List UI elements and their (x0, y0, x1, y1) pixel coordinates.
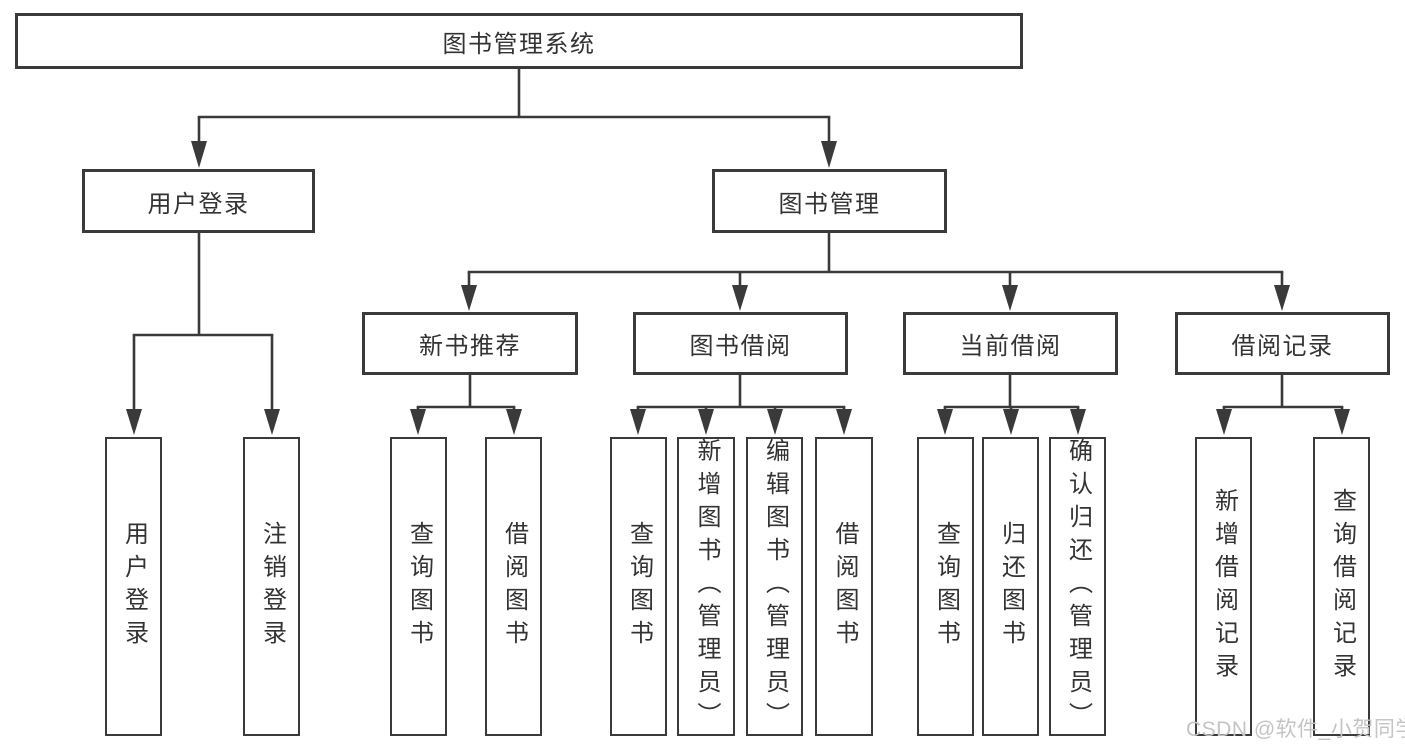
node-label: 借阅图书 (500, 520, 528, 653)
node-label: 用户登录 (120, 520, 148, 653)
node-logout: 注销登录 (243, 437, 300, 736)
node-query-books-borrowing: 查询图书 (610, 437, 667, 736)
node-query-borrow-record: 查询借阅记录 (1313, 437, 1370, 736)
node-label: 新书推荐 (419, 333, 521, 360)
node-add-books-admin: 新增图书（管理员） (677, 437, 735, 736)
node-label: 归还图书 (997, 520, 1025, 653)
node-label: 编辑图书（管理员） (761, 438, 789, 735)
node-label: 图书借阅 (689, 333, 792, 360)
node-user-login: 用户登录 (82, 169, 315, 233)
node-book-management: 图书管理 (712, 169, 947, 233)
node-label: 新增借阅记录 (1210, 487, 1238, 686)
node-label: 注销登录 (258, 520, 286, 653)
node-book-borrowing: 图书借阅 (633, 312, 848, 375)
node-query-books-current: 查询图书 (917, 437, 974, 736)
node-borrow-books-recommend: 借阅图书 (485, 437, 542, 736)
node-user-login-leaf: 用户登录 (105, 437, 162, 736)
node-label: 当前借阅 (959, 333, 1062, 360)
node-label: 借阅图书 (831, 520, 858, 653)
node-label: 新增图书（管理员） (693, 438, 720, 735)
node-borrow-books-borrowing: 借阅图书 (815, 437, 873, 736)
node-label: 查询图书 (625, 520, 653, 653)
node-label: 用户登录 (147, 190, 250, 218)
node-library-management-system: 图书管理系统 (15, 13, 1023, 69)
node-current-borrowing: 当前借阅 (903, 312, 1118, 375)
node-query-books-recommend: 查询图书 (390, 437, 447, 736)
node-label: 查询图书 (405, 520, 433, 653)
csdn-watermark: CSDN @软件_小贺同学 (1186, 718, 1405, 741)
node-label: 确认归还（管理员） (1064, 438, 1092, 735)
node-label: 借阅记录 (1231, 333, 1334, 360)
node-new-book-recommend: 新书推荐 (362, 312, 578, 375)
node-borrowing-records: 借阅记录 (1175, 312, 1390, 375)
node-edit-books-admin: 编辑图书（管理员） (746, 437, 803, 736)
node-label: 图书管理 (778, 190, 881, 218)
node-label: 图书管理系统 (442, 30, 596, 58)
node-add-borrow-record: 新增借阅记录 (1195, 437, 1252, 736)
node-return-books: 归还图书 (982, 437, 1039, 736)
node-confirm-return-admin: 确认归还（管理员） (1049, 437, 1106, 736)
node-label: 查询借阅记录 (1328, 487, 1356, 686)
node-label: 查询图书 (932, 520, 960, 653)
arrowheads (126, 141, 1350, 435)
